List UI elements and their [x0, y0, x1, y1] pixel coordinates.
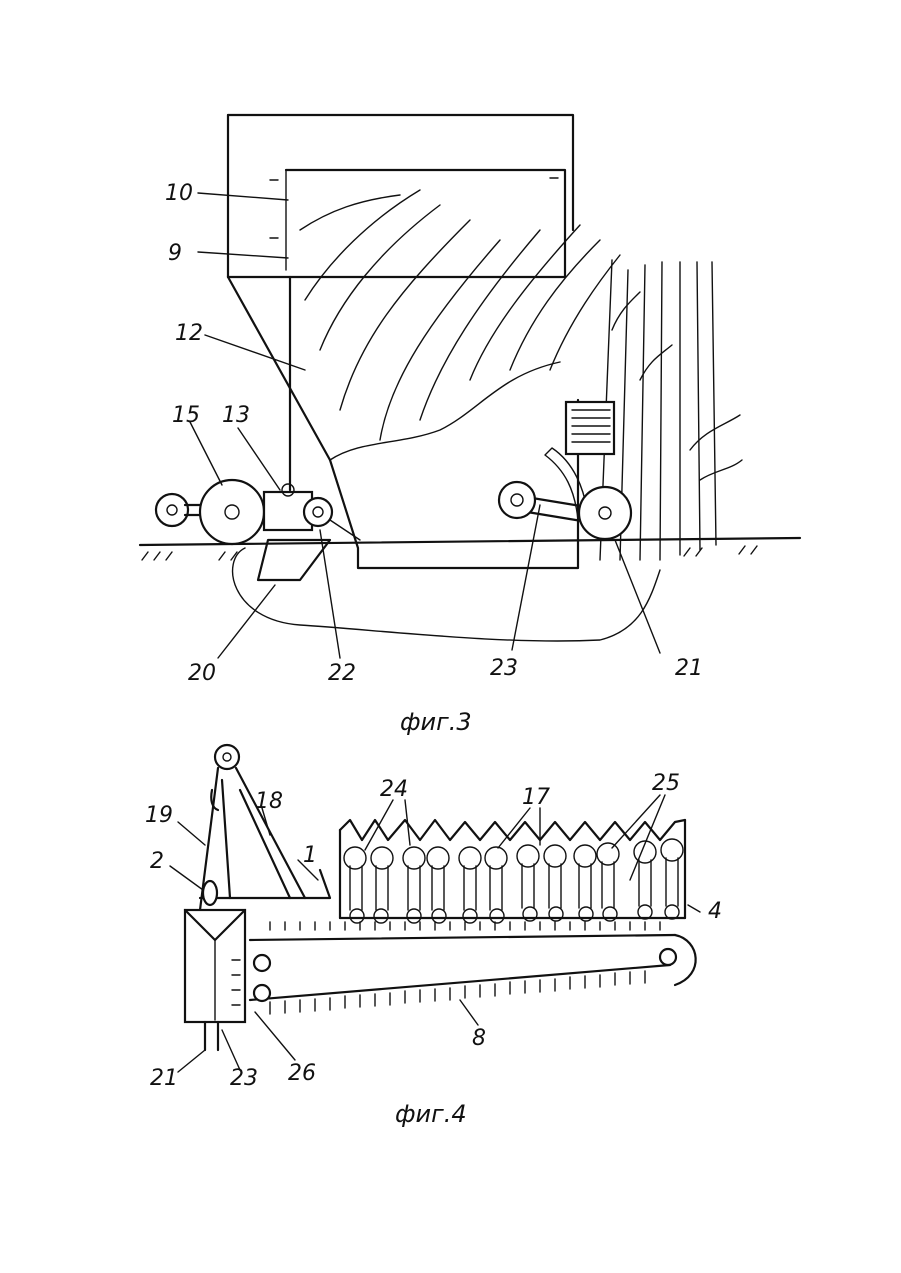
- label-4: 4: [708, 899, 722, 924]
- grille-box: [566, 402, 614, 454]
- label-19: 19: [145, 803, 173, 828]
- frame-mast: [200, 745, 330, 910]
- label-8: 8: [472, 1026, 486, 1051]
- caption-fig4: фиг.4: [395, 1100, 467, 1128]
- label-17: 17: [522, 785, 550, 810]
- label-9: 9: [168, 241, 182, 266]
- label-21: 21: [675, 656, 703, 681]
- label-21-fig4: 21: [150, 1066, 178, 1091]
- figure-4: 24 17 25 19 18 1 2 4 8 21 23 26 фиг.4: [145, 745, 722, 1128]
- figure-3: 10 9 12 15 13 20 22 23 21 фиг.3: [140, 115, 800, 736]
- ground-wheel: [579, 487, 631, 539]
- label-10: 10: [165, 181, 193, 206]
- label-15: 15: [172, 403, 200, 428]
- label-24: 24: [380, 777, 408, 802]
- conveyor-beam: [232, 922, 696, 1014]
- label-22: 22: [328, 661, 356, 686]
- caption-fig3: фиг.3: [400, 708, 472, 736]
- label-25: 25: [652, 771, 680, 796]
- leader-lines-fig4: [170, 795, 700, 1072]
- label-18: 18: [255, 789, 283, 814]
- label-1: 1: [303, 843, 317, 868]
- label-13: 13: [222, 403, 250, 428]
- label-12: 12: [175, 321, 203, 346]
- label-23-fig4: 23: [230, 1066, 258, 1091]
- label-23: 23: [490, 656, 518, 681]
- label-2: 2: [150, 849, 164, 874]
- label-20: 20: [188, 661, 216, 686]
- left-housing: [185, 910, 245, 1050]
- label-26: 26: [288, 1061, 316, 1086]
